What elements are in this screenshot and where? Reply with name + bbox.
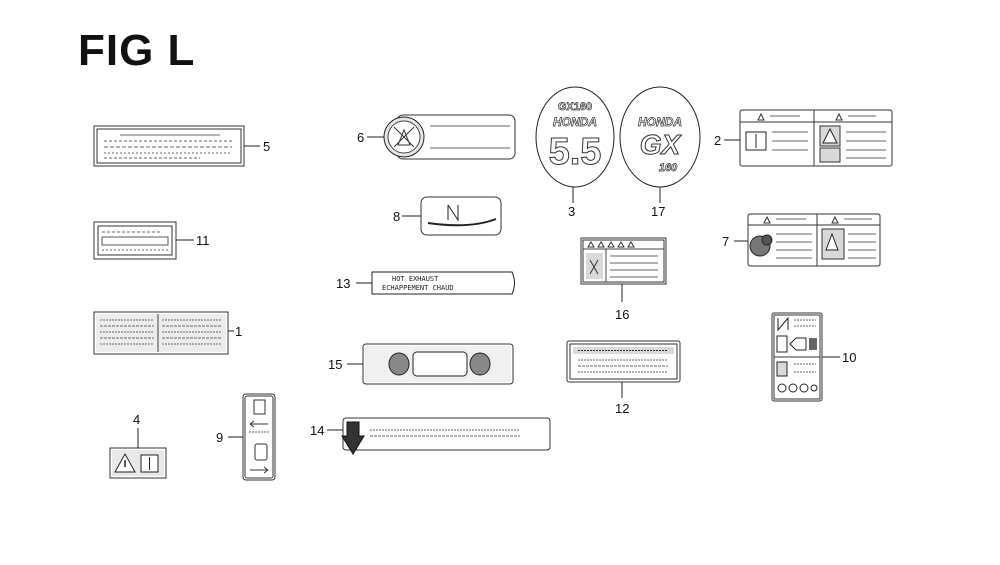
callout-12: 12 [615, 401, 629, 416]
decal-6 [383, 114, 516, 160]
decal-2 [739, 109, 893, 167]
callout-13: 13 [336, 276, 350, 291]
decal-4 [109, 447, 167, 479]
hot-exhaust-text: HOT EXHAUST [392, 275, 439, 283]
callout-5: 5 [263, 139, 270, 154]
decal-10 [771, 312, 823, 402]
honda-text: HONDA [553, 115, 597, 129]
callout-14: 14 [310, 423, 324, 438]
decal-15 [362, 343, 514, 385]
callout-7: 7 [722, 234, 729, 249]
honda-text-2: HONDA [638, 115, 682, 129]
figure-title: FIG L [78, 26, 196, 75]
decal-14 [341, 417, 551, 455]
decal-5 [93, 125, 245, 167]
echappement-text: ECHAPPEMENT CHAUD [382, 284, 454, 292]
callout-16: 16 [615, 307, 629, 322]
displacement-text: 5.5 [549, 131, 602, 173]
callout-9: 9 [216, 430, 223, 445]
decal-7 [747, 213, 881, 267]
decal-9 [242, 393, 276, 481]
decal-3-oval: GX160 HONDA 5.5 [535, 86, 615, 188]
callout-3: 3 [568, 204, 575, 219]
gx-number-text: 160 [659, 162, 678, 174]
gx-text: GX [640, 129, 683, 160]
callout-17: 17 [651, 204, 665, 219]
decal-8 [420, 196, 502, 236]
callout-6: 6 [357, 130, 364, 145]
callout-11: 11 [196, 233, 210, 248]
callout-2: 2 [714, 133, 721, 148]
callout-8: 8 [393, 209, 400, 224]
decal-16 [580, 237, 667, 285]
callout-1: 1 [235, 324, 242, 339]
callout-15: 15 [328, 357, 342, 372]
gx160-model-text: GX160 [558, 101, 592, 113]
callout-4: 4 [133, 412, 140, 427]
decal-1 [93, 311, 229, 355]
decal-17-oval: HONDA GX 160 [619, 86, 701, 188]
callout-10: 10 [842, 350, 856, 365]
decal-13-hot-exhaust: HOT EXHAUST ECHAPPEMENT CHAUD [371, 271, 515, 295]
decal-11 [93, 221, 177, 260]
decal-12 [566, 340, 681, 383]
